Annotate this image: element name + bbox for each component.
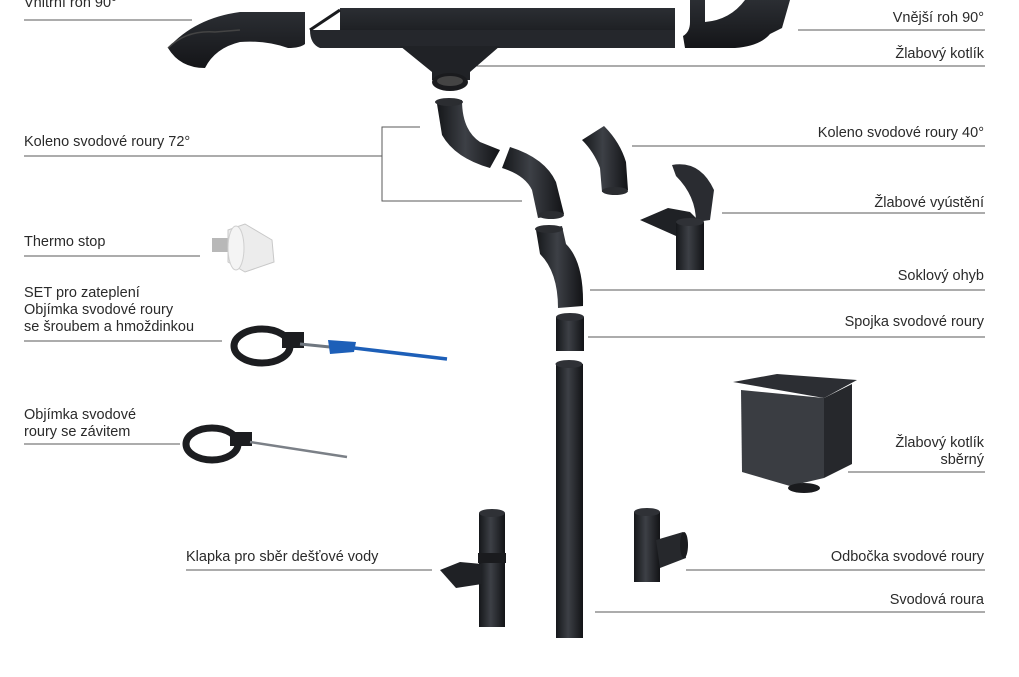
koleno-72-lower [502, 147, 564, 219]
spojka-part [556, 313, 584, 351]
objimka-zavit-part [182, 424, 348, 464]
zlabovy-kotlik-part [400, 46, 500, 91]
label-odbocka: Odbočka svodové roury [830, 549, 984, 565]
label-objimka-zavit-line-1: Objímka svodové [24, 407, 137, 423]
leader-lines [24, 19, 985, 613]
label-kotlik-sberny-line-2: sběrný [940, 452, 984, 468]
label-spojka: Spojka svodové roury [844, 314, 984, 330]
zlabove-vyusteni-part [640, 164, 714, 270]
label-zlabovy-kotlik: Žlabový kotlík [895, 46, 984, 62]
label-thermo-stop: Thermo stop [24, 234, 106, 250]
vnejsi-roh-part [683, 0, 790, 48]
label-objimka-zavit: Objímka svodové roury se závitem [24, 407, 136, 441]
koleno-40-part [582, 126, 628, 195]
koleno-72-upper [435, 98, 500, 168]
label-objimka-zavit-line-2: roury se závitem [24, 424, 131, 440]
svodova-roura-part [555, 360, 583, 638]
label-soklovy-ohyb: Soklový ohyb [897, 268, 984, 284]
label-set-zatepleni: SET pro zateplení Objímka svodové roury … [24, 285, 194, 336]
label-kotlik-sberny: Žlabový kotlík sběrný [895, 435, 984, 469]
label-set-zatepleni-line-1: SET pro zateplení [24, 285, 140, 301]
label-koleno-72: Koleno svodové roury 72° [24, 134, 191, 150]
vnitrni-roh-part [167, 12, 305, 68]
label-kotlik-sberny-line-1: Žlabový kotlík [895, 435, 984, 451]
label-vnitrni-roh: Vnitřní roh 90° [24, 0, 117, 11]
odbocka-part [634, 508, 688, 582]
kotlik-sberny-part [733, 374, 857, 493]
label-klapka: Klapka pro sběr dešťové vody [186, 549, 379, 565]
soklovy-ohyb-part [535, 225, 584, 308]
set-objimka-part [230, 325, 448, 367]
leader-koleno-72-bracket [381, 126, 522, 202]
label-set-zatepleni-line-3: se šroubem a hmoždinkou [24, 319, 195, 335]
label-set-zatepleni-line-2: Objímka svodové roury [24, 302, 174, 318]
label-zlabove-vyusteni: Žlabové vyústění [874, 195, 984, 211]
label-svodova-roura: Svodová roura [889, 592, 984, 608]
label-vnejsi-roh: Vnější roh 90° [892, 10, 984, 26]
label-koleno-40: Koleno svodové roury 40° [817, 125, 984, 141]
klapka-part [440, 509, 506, 627]
thermo-stop-part [212, 223, 275, 273]
zlab-gutter [309, 8, 675, 48]
